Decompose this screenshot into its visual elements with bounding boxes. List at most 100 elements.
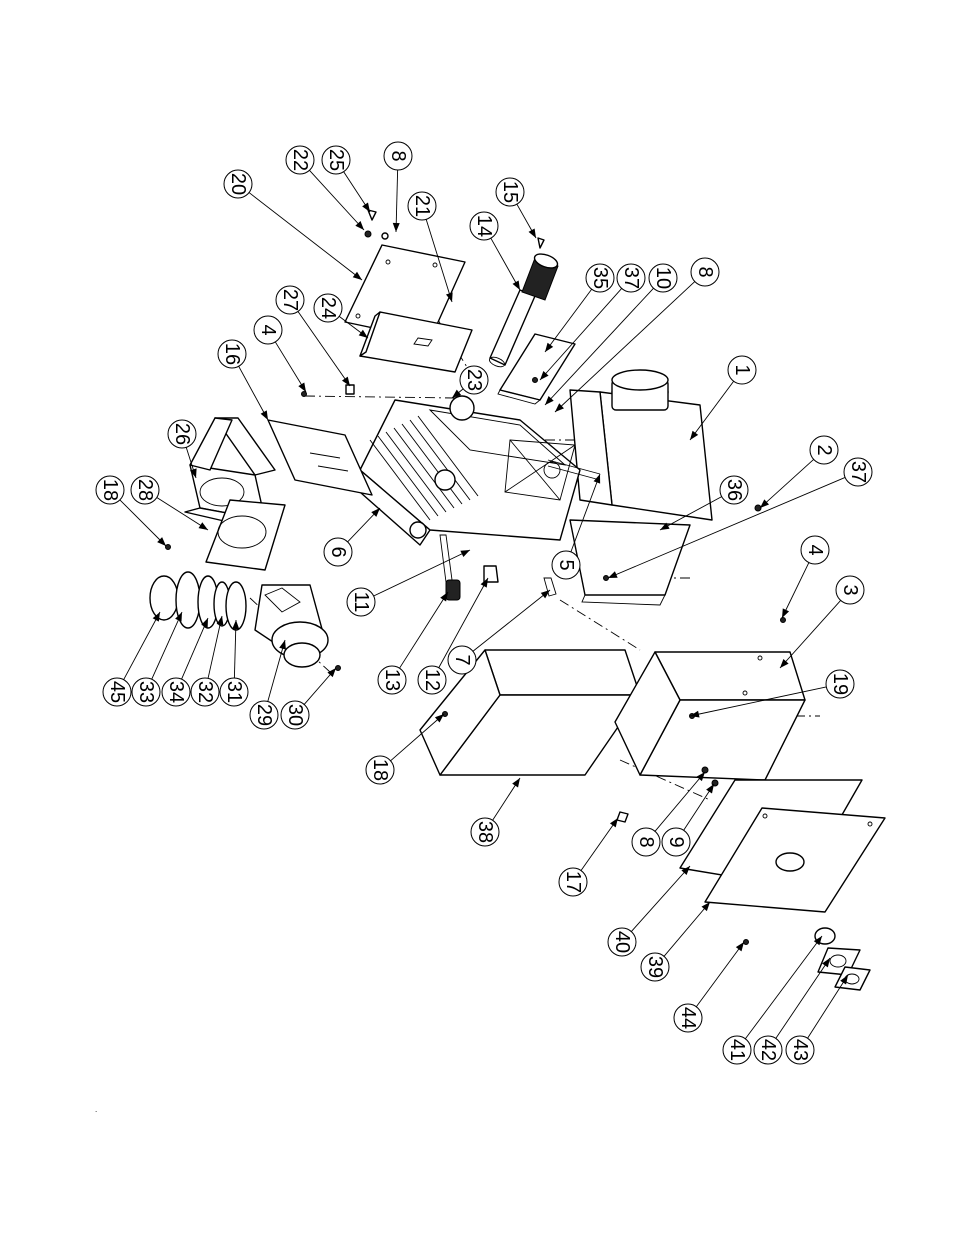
callout-3: 3 xyxy=(780,576,864,668)
leader-line xyxy=(780,600,841,668)
balloon-number: 17 xyxy=(562,871,584,893)
balloon-number: 2 xyxy=(813,444,835,455)
balloon-number: 8 xyxy=(635,836,657,847)
balloon-number: 37 xyxy=(847,461,869,483)
callout-20: 20 xyxy=(224,170,362,280)
leader-line xyxy=(396,170,398,232)
leader-line xyxy=(473,590,550,651)
balloon-number: 29 xyxy=(253,704,275,726)
callout-16: 16 xyxy=(218,340,268,420)
flange-stack xyxy=(150,572,246,630)
balloon-number: 8 xyxy=(694,266,716,277)
leader-arrow xyxy=(393,223,400,232)
balloon-number: 31 xyxy=(223,681,245,703)
callout-32: 32 xyxy=(191,616,223,706)
balloon-number: 1 xyxy=(731,364,753,375)
base-plates xyxy=(680,780,885,912)
balloon-number: 14 xyxy=(473,215,495,237)
balloon-number: 37 xyxy=(620,267,642,289)
balloon-number: 33 xyxy=(135,681,157,703)
callout-15: 15 xyxy=(496,178,536,238)
leader-line xyxy=(309,170,364,230)
leader-line xyxy=(664,902,710,956)
leader-line xyxy=(808,975,848,1038)
leader-arrow xyxy=(529,228,536,238)
balloon-number: 13 xyxy=(381,669,403,691)
callout-25: 25 xyxy=(322,146,370,212)
fittings xyxy=(440,535,556,600)
callout-4: 4 xyxy=(782,536,829,618)
balloon-number: 6 xyxy=(327,546,349,557)
balloon-number: 20 xyxy=(227,173,249,195)
leader-arrow xyxy=(460,550,470,557)
callout-17: 17 xyxy=(559,818,618,896)
leader-arrow xyxy=(353,272,362,280)
balloon-number: 15 xyxy=(499,181,521,203)
callout-30: 30 xyxy=(281,668,336,729)
balloon-number: 32 xyxy=(194,681,216,703)
balloon-number: 3 xyxy=(839,584,861,595)
balloon-number: 4 xyxy=(804,544,826,555)
balloon-number: 45 xyxy=(106,681,128,703)
leader-line xyxy=(239,366,268,420)
balloon-number: 21 xyxy=(411,195,433,217)
balloon-number: 11 xyxy=(350,592,372,613)
balloon-number: 41 xyxy=(726,1039,748,1061)
leader-arrow xyxy=(782,608,789,618)
callout-40: 40 xyxy=(608,866,690,956)
callout-1: 1 xyxy=(690,356,756,440)
leader-line xyxy=(782,563,809,618)
leader-arrow xyxy=(298,382,306,392)
callout-8: 8 xyxy=(384,142,412,232)
leader-line xyxy=(152,612,182,679)
leader-arrow xyxy=(513,280,520,290)
balloon-number: 16 xyxy=(221,343,243,365)
stray-mark: . xyxy=(95,1105,97,1114)
balloon-number: 43 xyxy=(789,1039,811,1061)
balloon-number: 27 xyxy=(279,289,301,311)
callout-6: 6 xyxy=(324,508,380,566)
leader-line xyxy=(120,500,166,546)
callout-38: 38 xyxy=(471,778,520,846)
callout-31: 31 xyxy=(220,620,248,706)
balloon-number: 22 xyxy=(289,149,311,171)
balloon-number: 26 xyxy=(171,423,193,445)
leader-line xyxy=(760,459,814,508)
balloon-number: 5 xyxy=(555,559,577,570)
leader-arrow xyxy=(362,203,370,212)
leader-line xyxy=(631,866,690,932)
callout-39: 39 xyxy=(641,902,710,981)
balloon-number: 44 xyxy=(677,1007,699,1029)
leader-line xyxy=(655,772,705,831)
balloon-number: 7 xyxy=(451,654,473,665)
side-panel-16 xyxy=(268,420,372,495)
leader-arrow xyxy=(736,942,744,951)
enclosure-3 xyxy=(615,652,805,780)
leader-arrow xyxy=(702,902,710,911)
balloon-number: 8 xyxy=(387,150,409,161)
leader-line xyxy=(124,612,160,680)
leader-line xyxy=(298,311,350,386)
balloon-number: 10 xyxy=(652,267,674,289)
lower-duct-36 xyxy=(570,520,690,605)
balloon-number: 25 xyxy=(325,149,347,171)
balloon-number: 18 xyxy=(99,479,121,501)
bracket-24 xyxy=(360,312,472,372)
leader-arrow xyxy=(706,784,714,793)
balloon-number: 28 xyxy=(134,479,156,501)
balloon-number: 19 xyxy=(829,673,851,695)
balloon-number: 35 xyxy=(589,267,611,289)
balloon-number: 40 xyxy=(611,931,633,953)
balloon-number: 18 xyxy=(369,759,391,781)
balloon-number: 36 xyxy=(723,479,745,501)
balloon-number: 34 xyxy=(165,681,187,703)
callout-23: 23 xyxy=(452,366,488,398)
leader-arrow xyxy=(359,330,368,338)
leader-line xyxy=(696,942,744,1007)
leader-line xyxy=(400,592,448,668)
leader-line xyxy=(249,193,362,280)
leader-line xyxy=(776,958,830,1038)
balloon-number: 4 xyxy=(257,324,279,335)
